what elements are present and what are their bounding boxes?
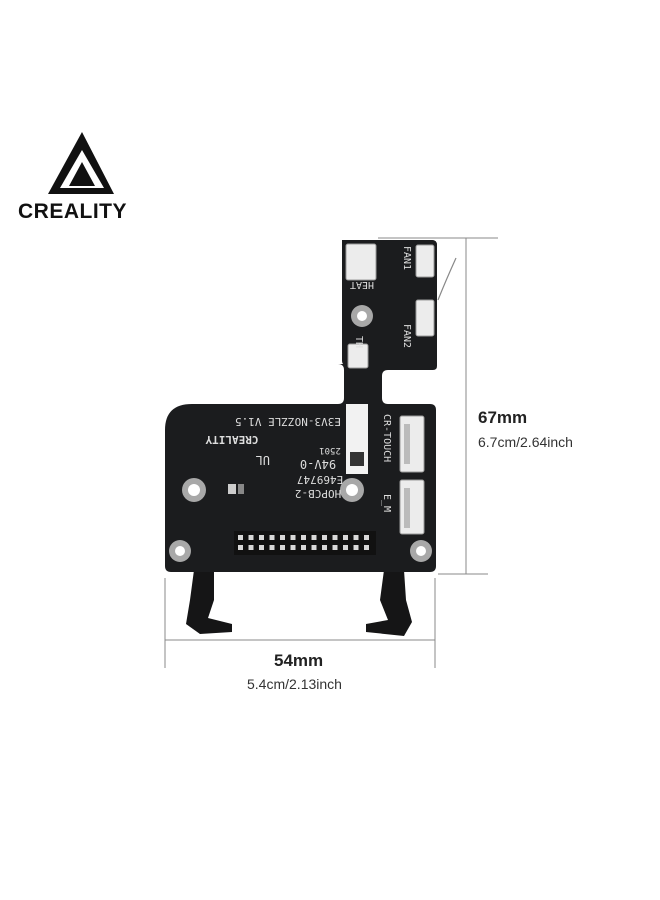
header-pin bbox=[301, 535, 306, 540]
header-pin bbox=[269, 535, 275, 540]
header-pin bbox=[238, 535, 243, 540]
fan-wire bbox=[437, 257, 457, 301]
ul-code: E469747 bbox=[297, 473, 343, 486]
header-pin bbox=[238, 545, 243, 550]
width-mm: 54mm bbox=[274, 651, 324, 670]
mounting-holes bbox=[169, 305, 432, 562]
pcb-code: HOPCB-2 bbox=[295, 487, 341, 500]
ul-mark-icon: UL bbox=[256, 453, 270, 467]
label-fan2: FAN2 bbox=[401, 324, 412, 348]
creality-logo-icon bbox=[48, 132, 114, 194]
mounting-clips bbox=[186, 570, 412, 636]
header-pin bbox=[353, 535, 359, 540]
header-pin bbox=[364, 535, 369, 540]
width-cm-inch: 5.4cm/2.13inch bbox=[247, 676, 342, 692]
header-pin bbox=[280, 545, 285, 550]
label-heat: HEAT bbox=[350, 279, 374, 290]
rating: 94V-0 bbox=[300, 457, 336, 471]
header-pin bbox=[290, 535, 296, 540]
header-pin bbox=[259, 545, 264, 550]
header-pin bbox=[311, 545, 317, 550]
label-e-m: E_M bbox=[381, 494, 392, 512]
header-pin bbox=[301, 545, 306, 550]
header-pin bbox=[353, 545, 359, 550]
date-code: 2501 bbox=[319, 445, 341, 455]
label-th: TH bbox=[353, 336, 364, 348]
header-pin bbox=[322, 545, 327, 550]
header-pins bbox=[234, 531, 376, 555]
header-pin bbox=[332, 545, 338, 550]
dimension-lines bbox=[164, 237, 498, 668]
brand-name: CREALITY bbox=[18, 200, 127, 223]
header-pin bbox=[311, 535, 317, 540]
header-pin bbox=[343, 545, 348, 550]
header-pin bbox=[248, 545, 254, 550]
component bbox=[228, 484, 236, 494]
header-pin bbox=[364, 545, 369, 550]
height-mm: 67mm bbox=[478, 408, 528, 427]
board-model: E3V3-NOZZLE V1.5 bbox=[235, 415, 341, 428]
label-cr-touch: CR-TOUCH bbox=[381, 414, 392, 462]
header-pin bbox=[259, 535, 264, 540]
header-pin bbox=[322, 535, 327, 540]
header-pin bbox=[290, 545, 296, 550]
header-pin bbox=[248, 535, 254, 540]
header-pin bbox=[343, 535, 348, 540]
board-logo: CREALITY bbox=[205, 433, 258, 446]
height-cm-inch: 6.7cm/2.64inch bbox=[478, 434, 573, 450]
header-pin bbox=[280, 535, 285, 540]
header-pin bbox=[332, 535, 338, 540]
label-fan1: FAN1 bbox=[401, 246, 412, 270]
header-pin bbox=[269, 545, 275, 550]
